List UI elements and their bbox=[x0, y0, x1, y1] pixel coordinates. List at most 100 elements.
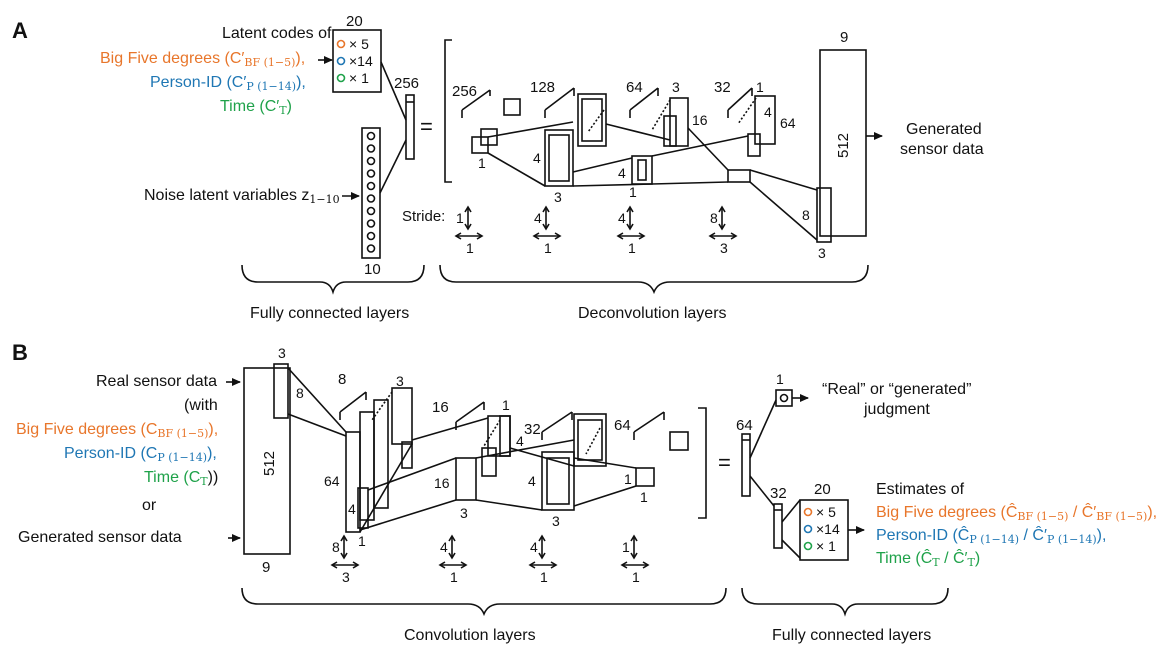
noise-dot bbox=[366, 244, 376, 253]
brace-fc-a-label: Fully connected layers bbox=[250, 305, 409, 322]
noise-dot bbox=[366, 144, 376, 153]
c3-depth: 32 bbox=[524, 421, 541, 438]
l4-top: 1 bbox=[756, 79, 764, 95]
l4-w: 3 bbox=[818, 245, 826, 261]
latent-row-time: × 1 bbox=[349, 70, 369, 86]
est-pid-label: Person-ID (ĈP (1−14) / Ĉ′P (1−14)), bbox=[876, 525, 1106, 546]
stride-a-h-1: 1 bbox=[544, 240, 552, 256]
panel-b-label: B bbox=[12, 340, 28, 365]
l2-kernel bbox=[577, 93, 607, 147]
est-row-bf: × 5 bbox=[816, 504, 836, 520]
latent-pid-label: Person-ID (C′P (1−14)), bbox=[150, 74, 306, 93]
fc-vector-256 bbox=[405, 94, 415, 160]
stride-a-h-0: 1 bbox=[466, 240, 474, 256]
stride-a-v-0: 1 bbox=[456, 210, 464, 226]
c1-block bbox=[345, 431, 361, 533]
stride-b-v-2: 4 bbox=[530, 539, 538, 555]
fc1-vector bbox=[741, 433, 751, 497]
or-label: or bbox=[142, 497, 157, 514]
real-bf-label: Big Five degrees (CBF (1−5)), bbox=[16, 421, 218, 440]
c2-side: 4 bbox=[516, 433, 524, 449]
l4-h: 4 bbox=[764, 104, 772, 120]
brace-conv-label: Convolution layers bbox=[404, 627, 536, 644]
fc1-size: 64 bbox=[736, 417, 753, 434]
brace-fc-a bbox=[241, 264, 425, 295]
with-label: (with bbox=[184, 397, 218, 414]
output-label-2: sensor data bbox=[900, 141, 984, 158]
c4-h: 1 bbox=[624, 471, 632, 487]
panel-a-label: A bbox=[12, 18, 28, 43]
equals-a: = bbox=[420, 114, 433, 139]
c4-depth: 64 bbox=[614, 417, 631, 434]
output-block bbox=[819, 49, 867, 237]
input-height: 512 bbox=[261, 451, 278, 476]
noise-dot bbox=[366, 156, 376, 166]
input-block bbox=[243, 367, 291, 555]
latent-time-label: Time (C′T) bbox=[220, 98, 292, 117]
latent-row-pid: ×14 bbox=[349, 53, 373, 69]
c4-w: 1 bbox=[640, 489, 648, 505]
latent-box-width: 20 bbox=[346, 13, 363, 30]
estimates-title: Estimates of bbox=[876, 481, 965, 498]
c1-inner-label: 4 bbox=[348, 501, 356, 517]
input-top: 3 bbox=[278, 345, 286, 361]
output-width: 9 bbox=[840, 29, 848, 46]
noise-dot bbox=[366, 131, 376, 141]
c2-h: 16 bbox=[434, 475, 450, 491]
stride-b-v-1: 4 bbox=[440, 539, 448, 555]
noise-count: 10 bbox=[364, 261, 381, 278]
judge-size: 1 bbox=[776, 371, 784, 387]
est-row-time: × 1 bbox=[816, 538, 836, 554]
noise-dot bbox=[366, 231, 376, 241]
l1-size: 1 bbox=[478, 155, 486, 171]
stride-b-h-2: 1 bbox=[540, 569, 548, 585]
l1-kernel bbox=[503, 98, 521, 116]
c3-block bbox=[541, 451, 575, 511]
l3-w: 1 bbox=[629, 184, 637, 200]
input-width: 9 bbox=[262, 559, 270, 576]
est-time-circle bbox=[803, 541, 813, 551]
l4-h2: 8 bbox=[802, 207, 810, 223]
c3-w: 3 bbox=[552, 513, 560, 529]
fc2-size: 32 bbox=[770, 485, 787, 502]
l2-h: 4 bbox=[533, 150, 541, 166]
l2-w: 3 bbox=[554, 189, 562, 205]
l3-top: 3 bbox=[672, 79, 680, 95]
est-bf-circle bbox=[803, 507, 813, 517]
noise-column bbox=[361, 127, 381, 259]
c2-block bbox=[455, 457, 477, 501]
stride-a-v-2: 4 bbox=[618, 210, 626, 226]
generated-sensor-label: Generated sensor data bbox=[18, 529, 182, 546]
stride-a-h-3: 3 bbox=[720, 240, 728, 256]
input-kernel bbox=[273, 363, 289, 419]
noise-dots bbox=[366, 131, 376, 253]
brace-fc-b bbox=[741, 587, 949, 617]
est-time-label: Time (ĈT / Ĉ′T) bbox=[876, 548, 980, 569]
l4-kernel bbox=[754, 95, 776, 145]
noise-dot bbox=[366, 206, 376, 216]
c2-depth: 16 bbox=[432, 399, 449, 416]
c2-kernel bbox=[487, 415, 511, 457]
latent-pid-circle bbox=[336, 56, 346, 66]
judge-label-2: judgment bbox=[863, 401, 930, 418]
est-bf-label: Big Five degrees (ĈBF (1−5) / Ĉ′BF (1−5)… bbox=[876, 502, 1157, 523]
l3-h: 4 bbox=[618, 165, 626, 181]
c2-w: 3 bbox=[460, 505, 468, 521]
stride-b-v-0: 8 bbox=[332, 539, 340, 555]
stride-b-h-3: 1 bbox=[632, 569, 640, 585]
stride-a-v-1: 4 bbox=[534, 210, 542, 226]
judge-unit bbox=[775, 389, 793, 407]
output-kernel bbox=[816, 187, 832, 243]
brace-deconv bbox=[439, 264, 869, 295]
latent-codes-box bbox=[332, 29, 382, 93]
input-side: 8 bbox=[296, 385, 304, 401]
deconv-bracket bbox=[444, 39, 452, 183]
conv-bracket bbox=[698, 407, 707, 519]
output-label-1: Generated bbox=[906, 121, 982, 138]
c2-top: 1 bbox=[502, 397, 510, 413]
est-pid-circle bbox=[803, 524, 813, 534]
c4-block bbox=[635, 467, 655, 487]
latent-bf-circle bbox=[336, 39, 346, 49]
